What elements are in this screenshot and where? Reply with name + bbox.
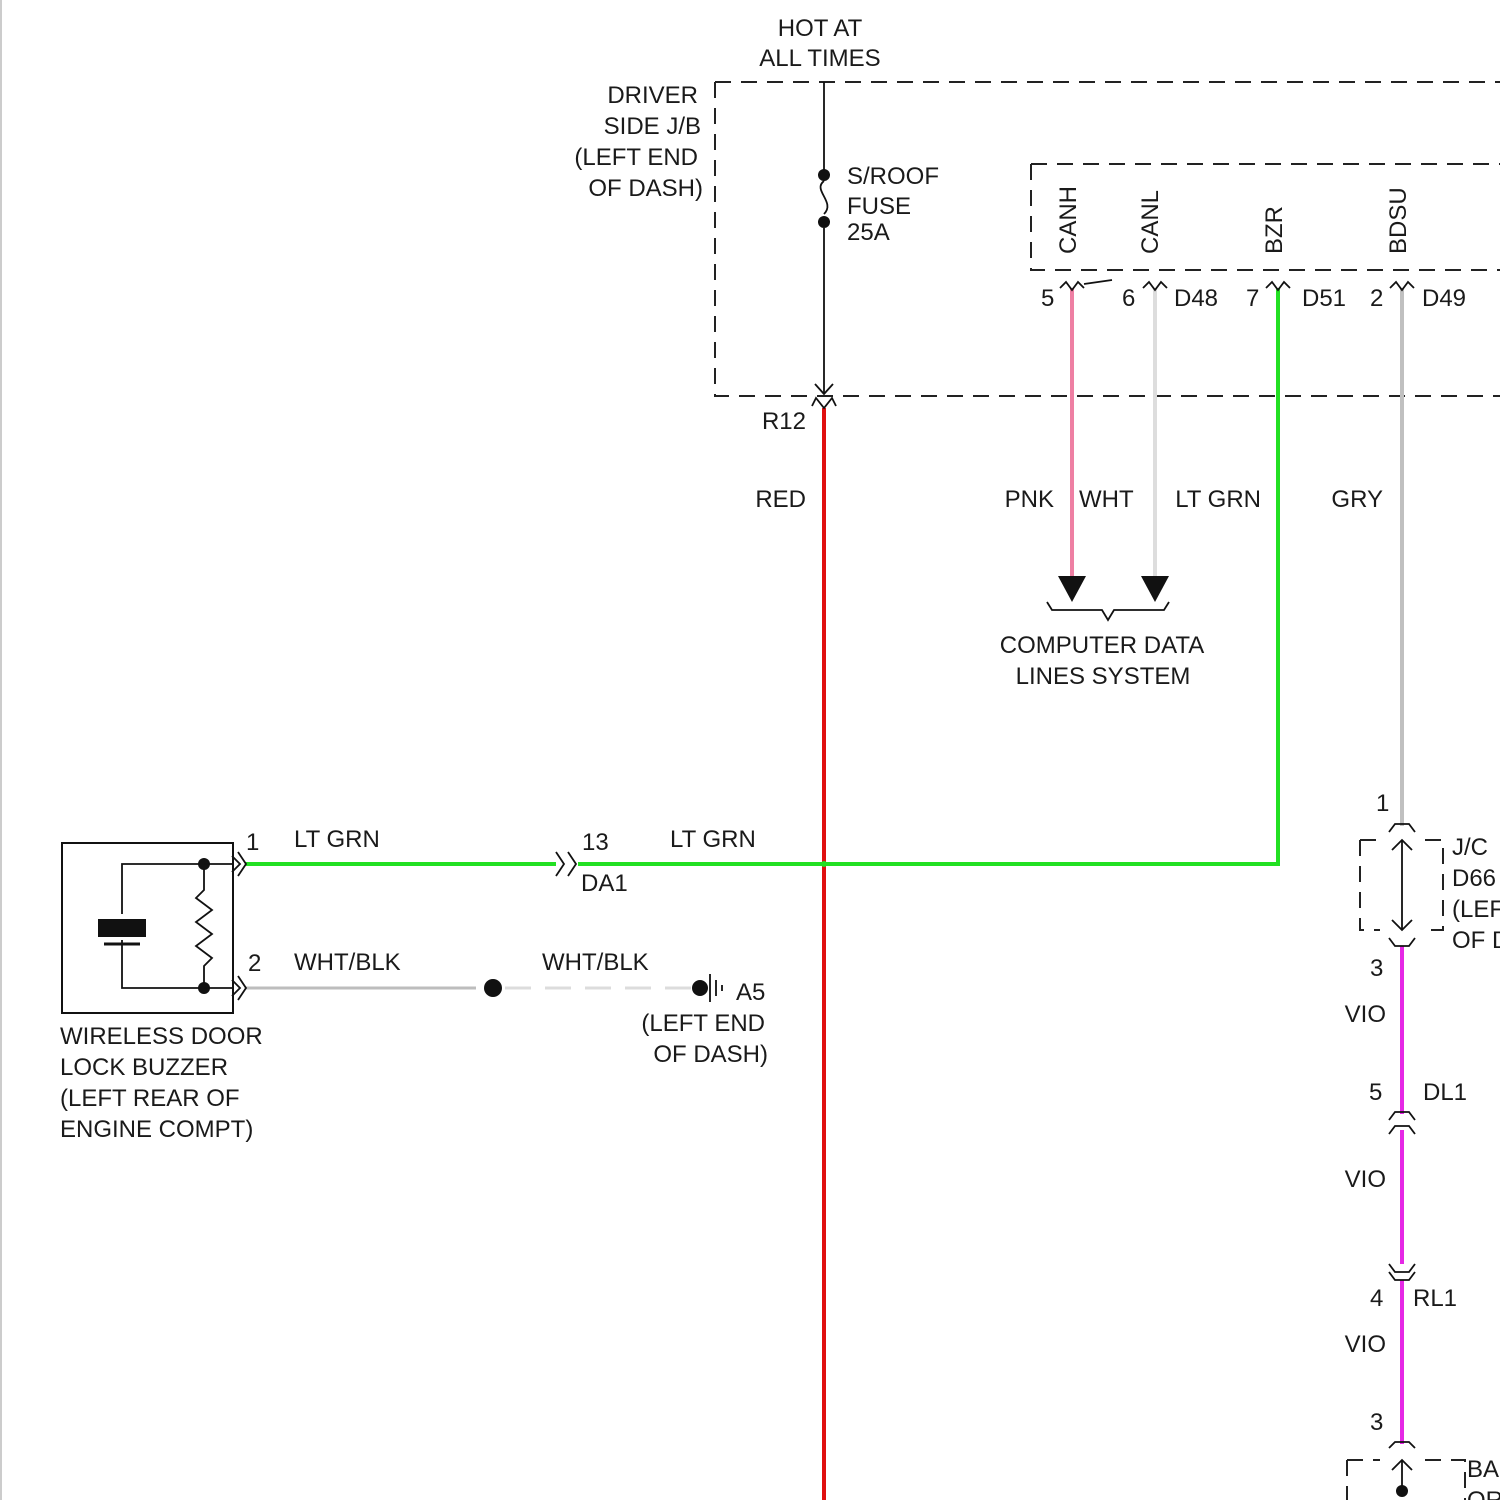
connector-d48-label: D48 xyxy=(1174,285,1218,312)
jc-label-1: J/C xyxy=(1452,834,1488,861)
resistor-symbol xyxy=(196,864,212,988)
wire-wht-label: WHT xyxy=(1079,486,1134,513)
computer-data-label-2: LINES SYSTEM xyxy=(1016,663,1191,690)
all-times-label: ALL TIMES xyxy=(759,45,880,72)
bottom-pin-label: 3 xyxy=(1370,1409,1383,1436)
connector-pin7 xyxy=(1266,282,1290,290)
wire-whtblk-left-label: WHT/BLK xyxy=(294,949,401,976)
connector-r12-label: R12 xyxy=(762,408,806,435)
bottom-node xyxy=(1396,1485,1408,1497)
wire-vio-1-label: VIO xyxy=(1345,1001,1386,1028)
fuse-label-3: 25A xyxy=(847,219,890,246)
wire-red-label: RED xyxy=(755,486,806,513)
wire-gry-label: GRY xyxy=(1331,486,1383,513)
buzzer-pin2-label: 2 xyxy=(248,950,261,977)
jc-label-3: (LEF xyxy=(1452,896,1500,923)
connector-pin5 xyxy=(1060,282,1084,290)
wire-ltgrn-left-label: LT GRN xyxy=(294,826,380,853)
connector-d49-label: D49 xyxy=(1422,285,1466,312)
wire-whtblk-right-label: WHT/BLK xyxy=(542,949,649,976)
connector-d51-label: D51 xyxy=(1302,285,1346,312)
wire-vio-2-label: VIO xyxy=(1345,1166,1386,1193)
connector-da1 xyxy=(556,852,576,876)
hot-at-label: HOT AT xyxy=(778,15,863,42)
driver-jb-label-4: OF DASH) xyxy=(588,175,703,202)
bottom-conn-label-1: BA xyxy=(1467,1456,1499,1483)
bottom-conn-label-2: OR xyxy=(1467,1487,1500,1500)
pin-canl-label: CANL xyxy=(1137,190,1164,254)
pin-bdsu-label: BDSU xyxy=(1385,187,1412,254)
computer-data-brace xyxy=(1047,602,1169,620)
buzzer-pin1-label: 1 xyxy=(246,829,259,856)
da1-pin-label: 13 xyxy=(582,829,609,856)
ground-a5-symbol xyxy=(710,974,722,1002)
computer-data-label-1: COMPUTER DATA xyxy=(1000,632,1204,659)
fuse-terminal-top xyxy=(818,169,830,181)
arrow-canl xyxy=(1141,576,1169,602)
driver-side-jb-box xyxy=(715,82,1500,396)
connector-pin2 xyxy=(1390,282,1414,290)
da1-name-label: DA1 xyxy=(581,870,628,897)
wire-vio-3-label: VIO xyxy=(1345,1331,1386,1358)
fuse-symbol xyxy=(821,181,828,214)
splice-dot xyxy=(484,979,502,997)
wire-ltgrn-top-label: LT GRN xyxy=(1175,486,1261,513)
driver-jb-label-3: (LEFT END xyxy=(574,144,698,171)
pin-2-label: 2 xyxy=(1370,285,1383,312)
ground-dot xyxy=(692,980,708,996)
buzzer-label-3: (LEFT REAR OF xyxy=(60,1085,240,1112)
connector-pin6 xyxy=(1143,282,1167,290)
pin-bzr-label: BZR xyxy=(1261,206,1288,254)
connector-buzzer-pin1 xyxy=(232,852,246,876)
fuse-label-1: S/ROOF xyxy=(847,163,939,190)
wire-ltgrn-mid-label: LT GRN xyxy=(670,826,756,853)
connector-jc-bottom xyxy=(1389,938,1415,946)
lt-grn-wire-bzr xyxy=(578,288,1278,864)
ground-a5-label: A5 xyxy=(736,979,765,1006)
jc-label-2: D66 xyxy=(1452,865,1496,892)
buzzer-label-4: ENGINE COMPT) xyxy=(60,1116,253,1143)
dl1-name-label: DL1 xyxy=(1423,1079,1467,1106)
driver-jb-label-2: SIDE J/B xyxy=(604,113,701,140)
rl1-name-label: RL1 xyxy=(1413,1285,1457,1312)
wire-pnk-label: PNK xyxy=(1005,486,1054,513)
ground-a5-loc-1: (LEFT END xyxy=(641,1010,765,1037)
jc-pin-top-label: 1 xyxy=(1376,790,1389,817)
buzzer-element xyxy=(98,919,146,937)
fuse-label-2: FUSE xyxy=(847,193,911,220)
connector-r12-symbol xyxy=(812,398,836,408)
dl1-pin-label: 5 xyxy=(1369,1079,1382,1106)
fuse-terminal-bottom xyxy=(818,216,830,228)
connector-buzzer-pin2 xyxy=(232,976,246,1000)
jc-pin-bottom-label: 3 xyxy=(1370,955,1383,982)
rl1-pin-label: 4 xyxy=(1370,1285,1383,1312)
pin-6-label: 6 xyxy=(1122,285,1135,312)
pin-5-label: 5 xyxy=(1041,285,1054,312)
pin-7-label: 7 xyxy=(1246,285,1259,312)
buzzer-label-2: LOCK BUZZER xyxy=(60,1054,228,1081)
connector-bottom xyxy=(1389,1442,1415,1448)
junction-dot xyxy=(821,861,827,867)
pin-canh-label: CANH xyxy=(1055,186,1082,254)
jc-label-4: OF D xyxy=(1452,927,1500,954)
connector-link-5-6 xyxy=(1084,280,1112,284)
buzzer-label-1: WIRELESS DOOR xyxy=(60,1023,263,1050)
ground-a5-loc-2: OF DASH) xyxy=(653,1041,768,1068)
driver-jb-label-1: DRIVER xyxy=(607,82,698,109)
arrow-canh xyxy=(1058,576,1086,602)
connector-rl1 xyxy=(1389,1264,1415,1280)
